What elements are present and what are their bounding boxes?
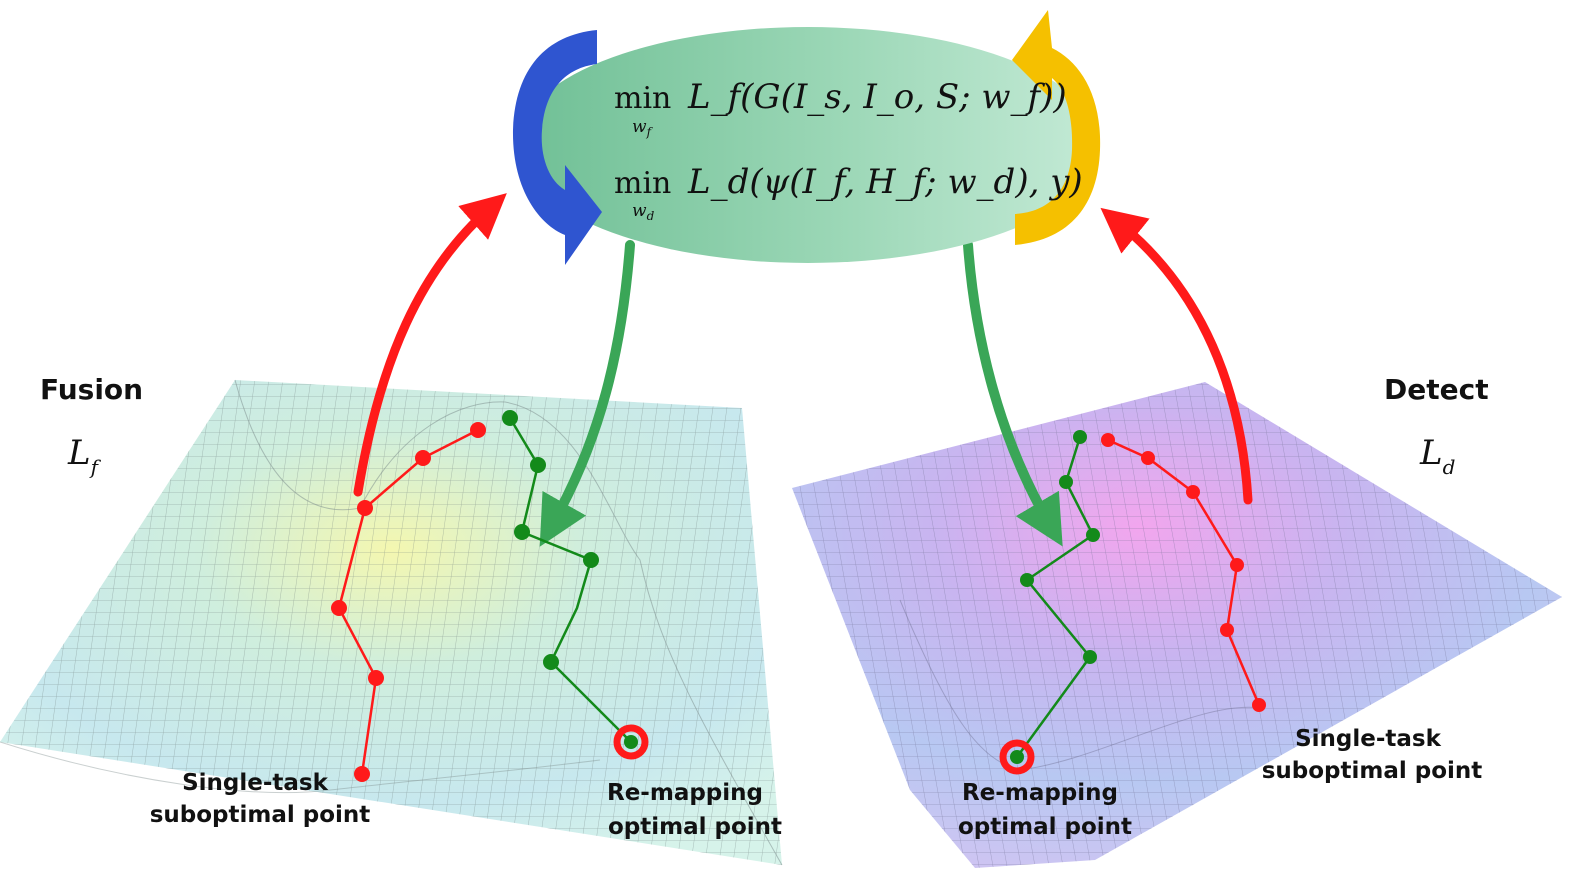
objective-line-2: min wd L_d(ψ(I_f, H_f; w_d), y): [614, 162, 1083, 223]
path-point: [1252, 698, 1266, 712]
path-point: [502, 410, 518, 426]
detect-green-path: [999, 430, 1100, 775]
path-point: [357, 500, 373, 516]
fusion-suboptimal-label-line1: Single-task: [182, 770, 329, 796]
up-arrow-from-fusion: [353, 193, 507, 497]
fusion-title: Fusion: [40, 373, 143, 406]
fusion-suboptimal-label-line2: suboptimal point: [150, 802, 371, 828]
detect-optimal-marker: [999, 739, 1035, 775]
fusion-green-path: [502, 410, 649, 760]
path-point: [470, 422, 486, 438]
fusion-optimal-label-line1: Re-mapping: [607, 780, 763, 806]
blue-cycle-arrow: [512, 30, 602, 265]
path-point: [368, 670, 384, 686]
path-point: [530, 457, 546, 473]
path-point: [1073, 430, 1087, 444]
detect-objective-expression: L_d(ψ(I_f, H_f; w_d), y): [687, 162, 1083, 202]
path-point: [624, 735, 638, 749]
down-arrow-to-fusion: [539, 240, 635, 547]
detect-red-path: [1101, 433, 1266, 712]
min-operator-1: min: [614, 81, 671, 116]
detect-title: Detect: [1384, 373, 1489, 406]
path-point: [1010, 750, 1024, 764]
path-point: [543, 654, 559, 670]
down-arrow-to-detect: [963, 240, 1063, 547]
path-point: [1059, 475, 1073, 489]
path-point: [1141, 451, 1155, 465]
fusion-optimal-label-line2: optimal point: [608, 814, 782, 840]
objective-line-1: min wf L_f(G(I_s, I_o, S; w_f)): [614, 77, 1067, 139]
up-arrow-from-detect: [1100, 207, 1253, 505]
yellow-cycle-arrow: [1012, 10, 1101, 245]
fusion-loss-symbol: Lf: [67, 433, 102, 479]
path-point: [1086, 528, 1100, 542]
path-point: [1101, 433, 1115, 447]
path-point: [583, 552, 599, 568]
min-operator-2: min: [614, 166, 671, 201]
fusion-optimal-marker: [613, 724, 649, 760]
detect-optimal-label-line1: Re-mapping: [962, 780, 1118, 806]
path-point: [1020, 573, 1034, 587]
fusion-objective-expression: L_f(G(I_s, I_o, S; w_f)): [687, 77, 1067, 117]
min-subscript-1: wf: [632, 117, 654, 139]
detect-suboptimal-label-line1: Single-task: [1295, 726, 1442, 752]
path-point: [331, 600, 347, 616]
path-point: [1220, 623, 1234, 637]
objective-ellipse: [516, 27, 1100, 263]
min-subscript-2: wd: [632, 201, 655, 223]
detect-optimal-label-line2: optimal point: [958, 814, 1132, 840]
path-point: [1230, 558, 1244, 572]
path-point: [514, 524, 530, 540]
path-point: [1186, 485, 1200, 499]
detect-loss-symbol: Ld: [1419, 433, 1455, 479]
fusion-loss-surface: [0, 379, 783, 866]
path-point: [415, 450, 431, 466]
detect-suboptimal-label-line2: suboptimal point: [1262, 758, 1483, 784]
path-point: [354, 766, 370, 782]
fusion-red-path: [331, 422, 486, 782]
path-point: [1083, 650, 1097, 664]
